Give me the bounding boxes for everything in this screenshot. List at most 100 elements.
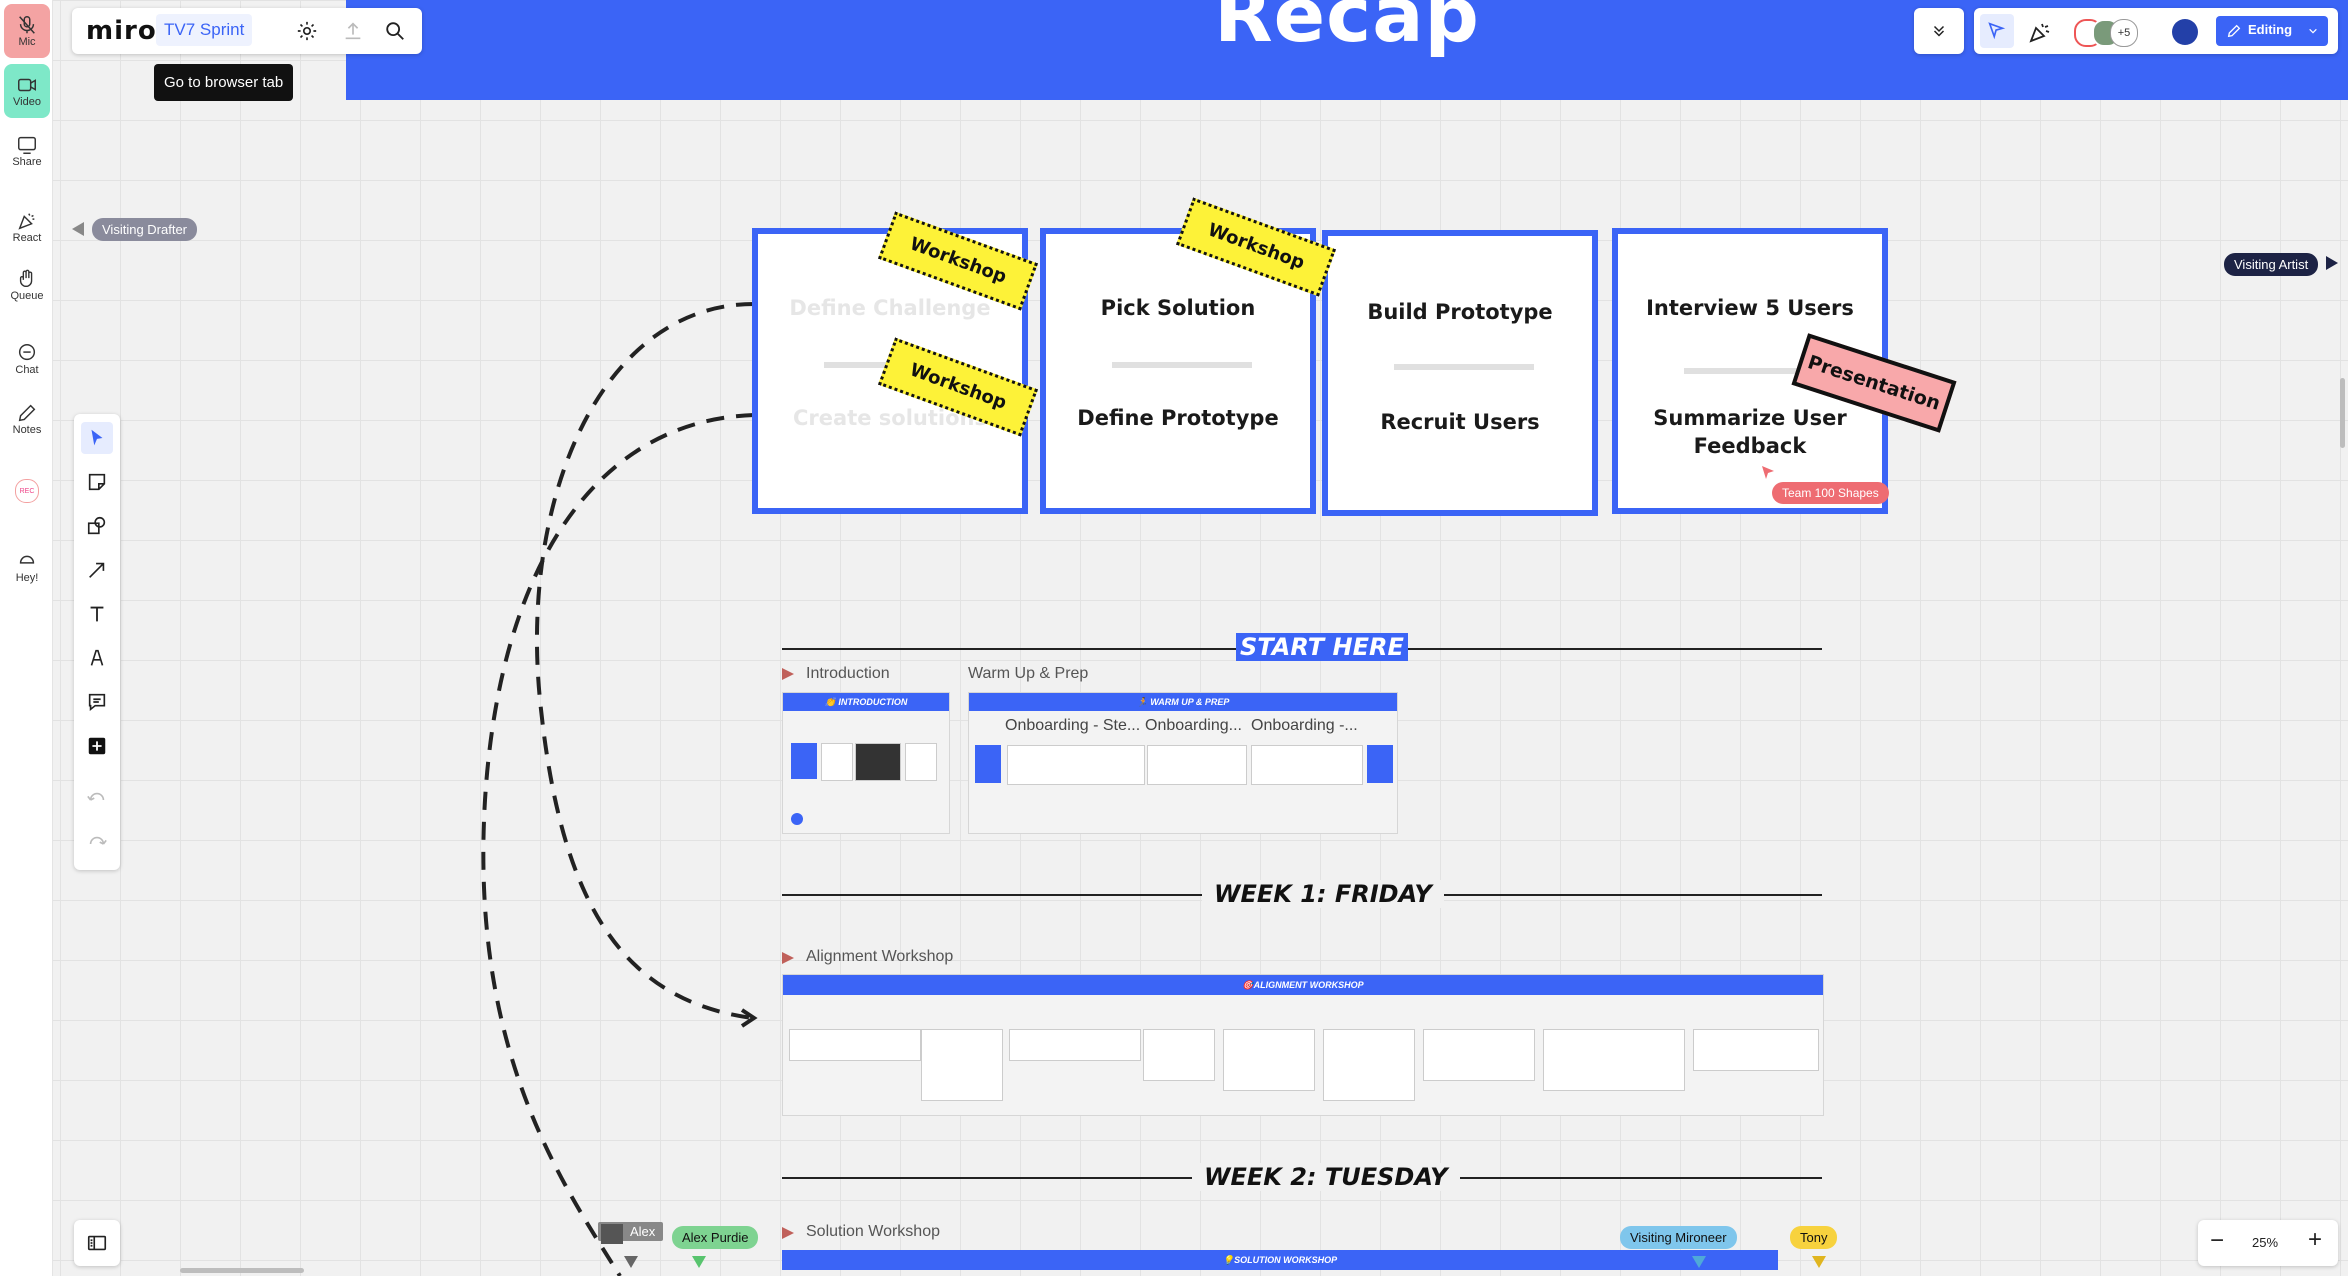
collapse-control[interactable] [1914,8,1964,54]
board-name-button[interactable]: TV7 Sprint [156,14,253,46]
more-tools-button[interactable] [81,730,113,762]
card-top-text: Pick Solution [1100,296,1256,320]
cursor-icon [91,429,103,446]
slide-thumbnail [855,743,901,781]
sticky-note-tool[interactable] [81,466,113,498]
react-button[interactable]: React [4,200,50,254]
record-button[interactable]: REC [4,464,50,518]
week1-heading: WEEK 1: FRIDAY [1202,880,1444,908]
zoom-controls: − 25% + [2198,1220,2338,1266]
frame-flag-icon [782,1227,794,1239]
avatar[interactable] [2172,19,2198,45]
undo-button[interactable] [81,784,113,816]
comment-icon [88,693,106,712]
slide-thumbnail [1693,1029,1819,1071]
start-here-heading: START HERE [1236,633,1408,661]
sidebar-panel-icon [87,1235,107,1251]
vertical-scrollbar[interactable] [2340,378,2345,448]
horizontal-scrollbar[interactable] [180,1268,304,1273]
card-top-text: Build Prototype [1367,300,1553,324]
user-cursor-tony: Tony [1790,1226,1838,1249]
frames-panel-button[interactable] [74,1220,120,1266]
card-build-prototype[interactable]: Build Prototype Recruit Users [1322,230,1598,516]
text-tool[interactable] [81,598,113,630]
slide-thumbnail [821,743,853,781]
sticky-note-icon [88,473,106,491]
mic-off-icon [19,16,35,34]
cursor-arrow-icon [72,222,84,236]
pencil-icon [2227,24,2241,38]
slide-thumbnail [1323,1029,1415,1101]
shapes-tool[interactable] [81,510,113,542]
text-icon [90,606,104,622]
slide-thumbnail [1543,1029,1685,1091]
mic-button[interactable]: Mic [4,4,50,58]
chevron-double-down-icon [1933,25,1945,37]
slide-thumbnail [1007,745,1145,785]
frame-label-introduction[interactable]: Introduction [806,665,890,682]
zoom-out-button[interactable]: − [2210,1227,2225,1254]
upload-icon[interactable] [342,20,364,42]
pencil-icon [18,404,36,422]
cursor-share-icon [1988,22,2006,40]
card-top-text: Define Challenge [789,296,991,320]
undo-icon [87,792,105,801]
alignment-workshop-frame[interactable]: 🎯ALIGNMENT WORKSHOP [782,974,1824,1116]
plus-square-icon [88,737,106,755]
solution-workshop-bar[interactable]: 💡SOLUTION WORKSHOP [782,1250,1778,1270]
frame-header-bar: 🏃 WARM UP & PREP [969,693,1397,711]
frame-header-bar: 👏 INTRODUCTION [783,693,949,711]
pen-tool[interactable] [81,642,113,674]
banner-title: Recap [1214,0,1480,59]
connector-tool[interactable] [81,554,113,586]
collaborator-count[interactable]: +5 [2110,19,2138,47]
notes-button[interactable]: Notes [4,392,50,446]
cursor-label-visiting-drafter: Visiting Drafter [92,218,198,241]
frame-label-alignment[interactable]: Alignment Workshop [806,948,954,965]
slide-thumbnail [1251,745,1363,785]
queue-button[interactable]: Queue [4,258,50,312]
celebrate-icon[interactable] [2028,20,2052,44]
tooltip: Go to browser tab [154,64,294,101]
slide-thumbnail [921,1029,1003,1101]
cursor-label-team-shapes: Team 100 Shapes [1772,482,1889,504]
zoom-in-button[interactable]: + [2308,1226,2323,1253]
cursor-arrow-icon [2326,256,2338,270]
frame-header-bar: 🎯ALIGNMENT WORKSHOP [783,975,1823,995]
week2-heading: WEEK 2: TUESDAY [1192,1163,1460,1191]
search-icon[interactable] [384,20,406,42]
onboarding-label: Onboarding -... [1251,717,1358,734]
slide-thumbnail [789,1029,921,1061]
redo-button[interactable] [81,828,113,860]
gear-icon[interactable] [296,20,318,42]
card-bottom-text: Summarize User Feedback [1653,406,1847,458]
warmup-frame[interactable]: 🏃 WARM UP & PREP Onboarding - Ste... Onb… [968,692,1398,834]
onboarding-label: Onboarding... [1145,717,1242,734]
share-button[interactable]: Share [4,124,50,178]
avatar [601,1224,623,1244]
slide-thumbnail [791,743,817,779]
introduction-frame[interactable]: 👏 INTRODUCTION [782,692,950,834]
board-topbar: miro TV7 Sprint [72,8,422,54]
video-button[interactable]: Video [4,64,50,118]
zoom-level[interactable]: 25% [2252,1235,2279,1250]
frame-label-warmup[interactable]: Warm Up & Prep [968,665,1089,682]
miro-logo[interactable]: miro [86,16,157,46]
screen-share-icon [18,136,36,154]
hey-button[interactable]: Hey! [4,540,50,594]
left-dock: Mic Video Share React Queue Chat Notes R… [0,0,53,1276]
select-tool[interactable] [81,422,113,454]
editing-mode-button[interactable]: Editing [2216,16,2328,46]
chat-button[interactable]: Chat [4,332,50,386]
cursor-toggle-button[interactable] [1980,14,2014,48]
slide-thumbnail [791,813,803,825]
editing-label: Editing [2248,22,2293,37]
frame-label-solution[interactable]: Solution Workshop [806,1223,940,1240]
comment-tool[interactable] [81,686,113,718]
arrow-line-icon [89,562,105,578]
card-bottom-text: Define Prototype [1077,406,1279,430]
slide-thumbnail [975,745,1001,783]
chevron-down-icon [2309,28,2317,34]
card-divider [1112,362,1252,368]
